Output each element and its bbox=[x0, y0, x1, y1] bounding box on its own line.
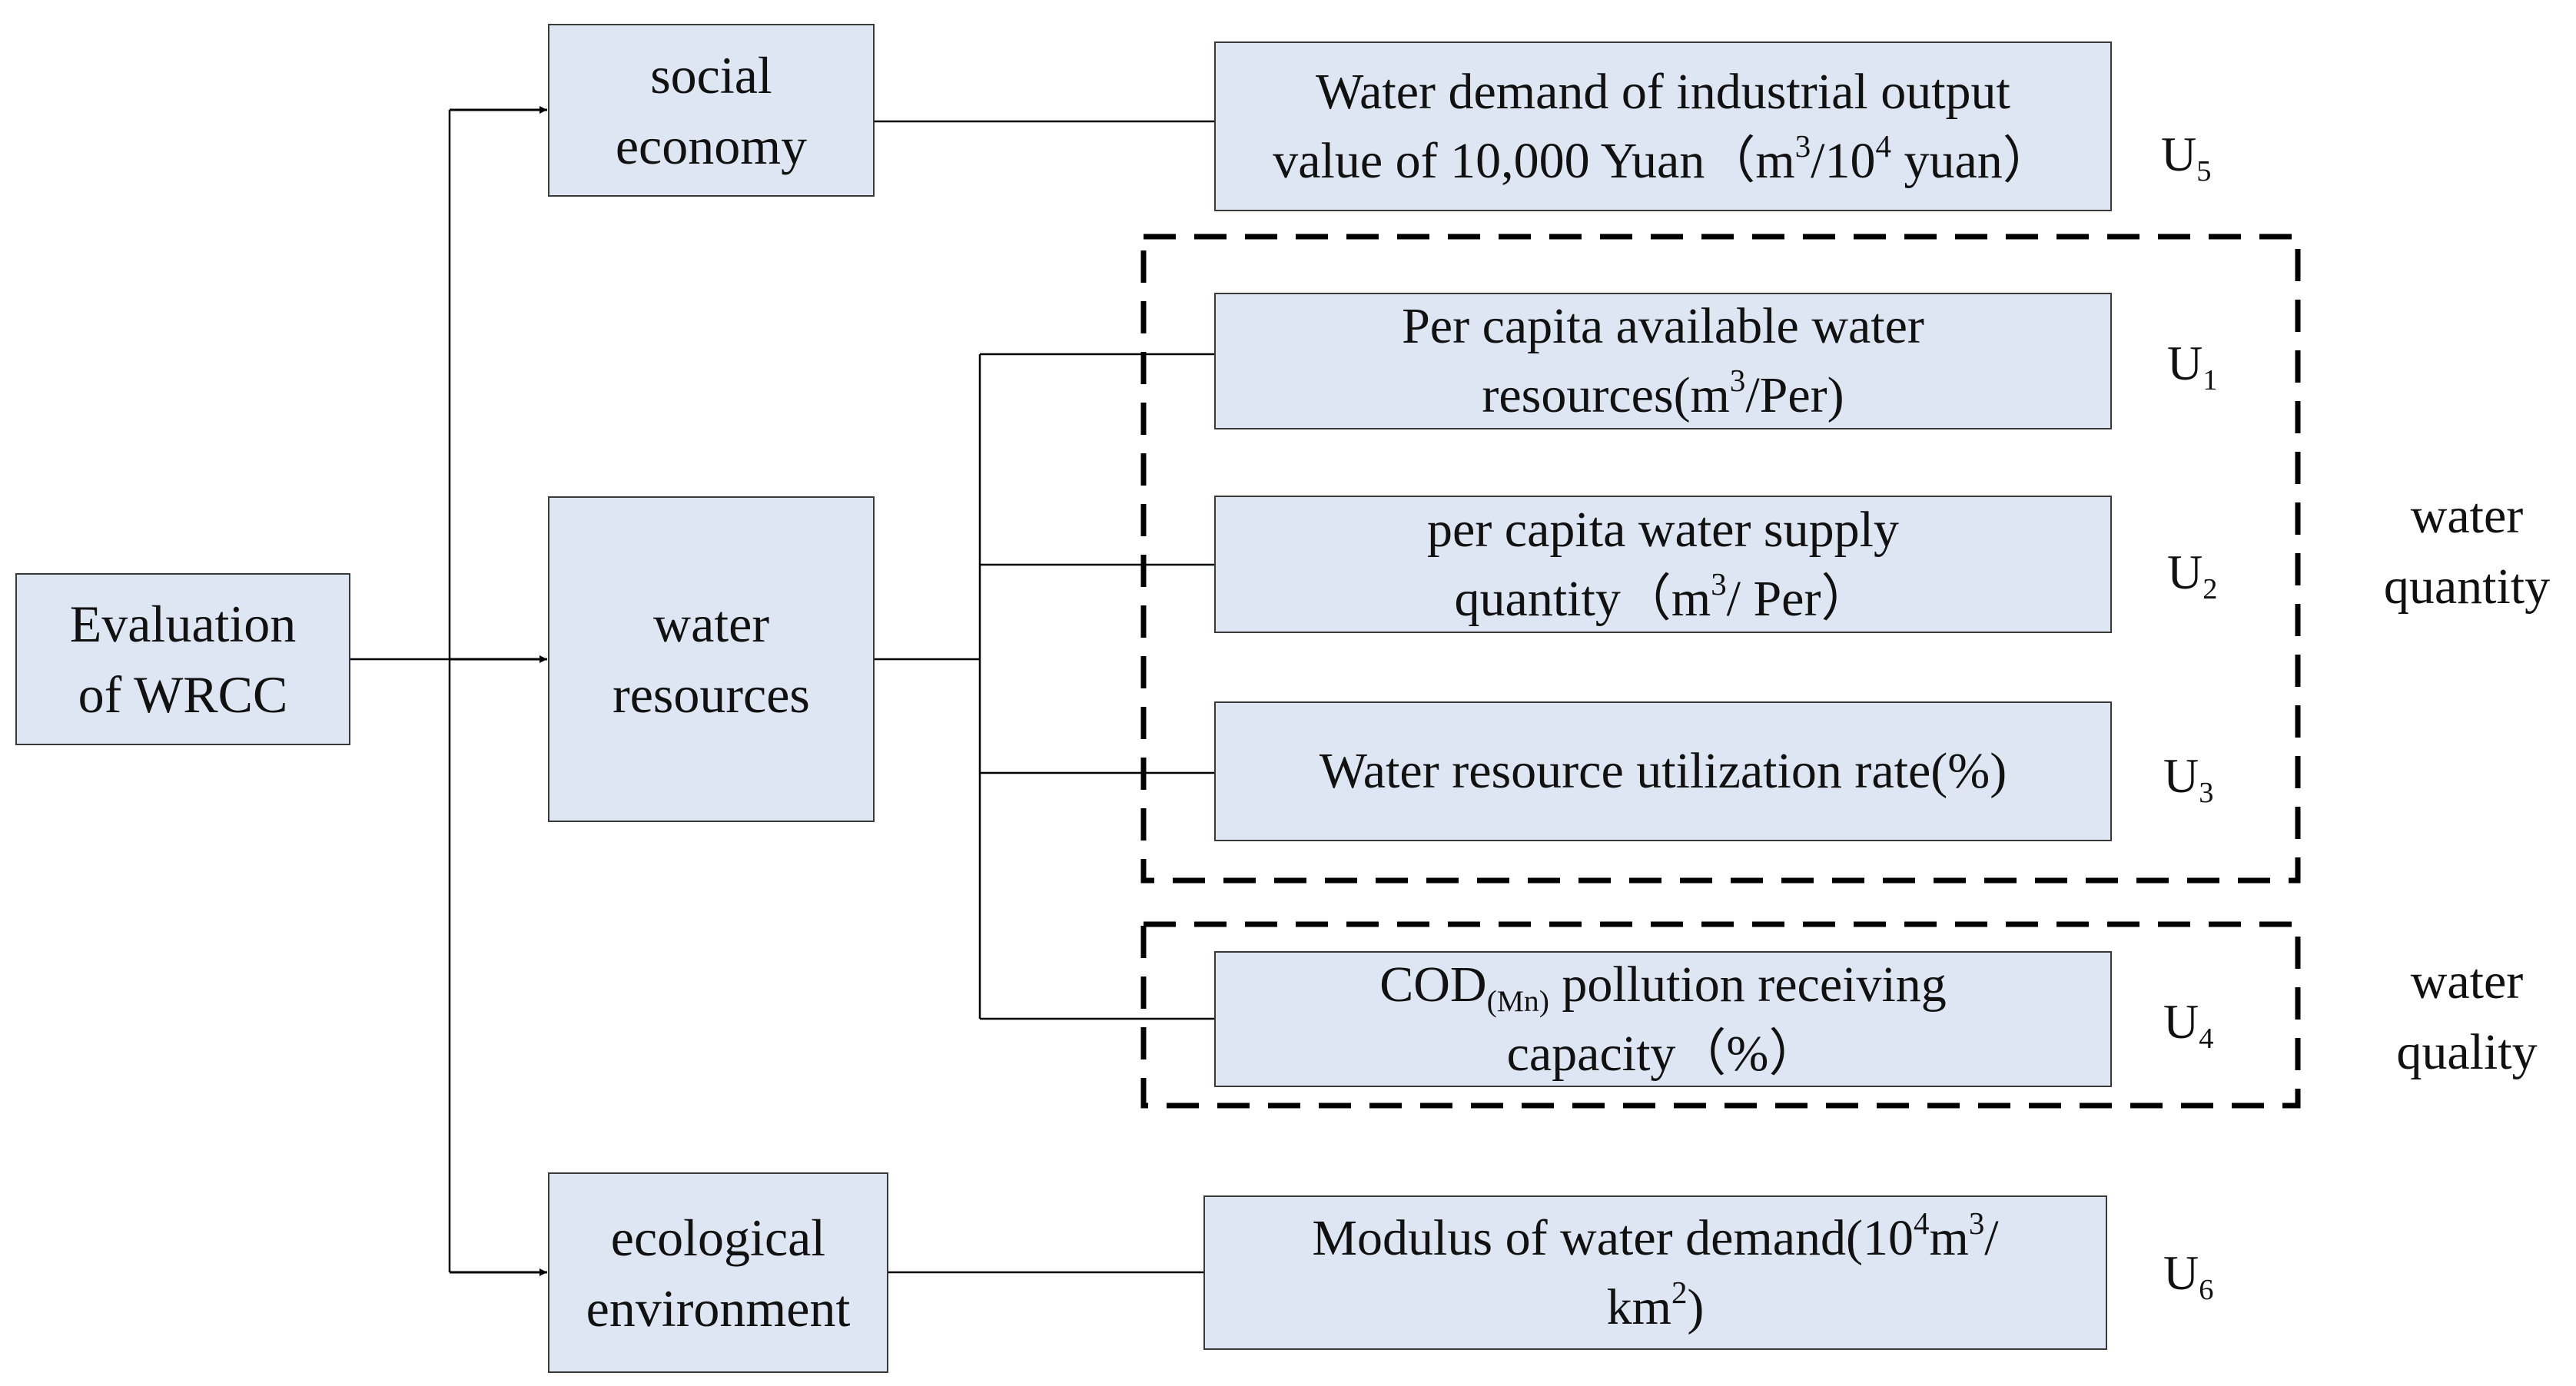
group-label-water-quality: water quality bbox=[2396, 953, 2538, 1080]
category-social-economy: social economy bbox=[548, 24, 875, 197]
code-u6: U6 bbox=[2163, 1245, 2214, 1307]
indicator-u5: Water demand of industrial output value … bbox=[1214, 41, 2112, 211]
u5-line1: Water demand of industrial output bbox=[1316, 63, 2010, 120]
u1-line2: resources(m3/Per) bbox=[1482, 363, 1844, 423]
u6-line1: Modulus of water demand(104m3/ bbox=[1312, 1205, 1999, 1266]
u4-line1: COD(Mn) pollution receiving bbox=[1379, 956, 1947, 1019]
category-social-line1: social bbox=[650, 45, 772, 104]
code-u1: U1 bbox=[2167, 336, 2218, 397]
category-eco-line2: environment bbox=[586, 1278, 851, 1338]
category-ecological-environment: ecological environment bbox=[548, 1172, 888, 1373]
code-u3: U3 bbox=[2163, 748, 2214, 810]
code-u4: U4 bbox=[2163, 994, 2214, 1056]
category-water-line2: resources bbox=[612, 665, 810, 724]
category-eco-line1: ecological bbox=[610, 1208, 826, 1267]
code-u5: U5 bbox=[2161, 127, 2212, 188]
category-water-resources: water resources bbox=[548, 496, 875, 822]
indicator-u2: per capita water supply quantity（m3/ Per… bbox=[1214, 496, 2112, 633]
u1-line1: Per capita available water bbox=[1402, 298, 1924, 354]
indicator-u3: Water resource utilization rate(%) bbox=[1214, 701, 2112, 841]
u6-line2: km2) bbox=[1606, 1275, 1705, 1335]
indicator-u4: COD(Mn) pollution receiving capacity（%） bbox=[1214, 951, 2112, 1087]
group-label-water-quantity: water quantity bbox=[2383, 488, 2551, 615]
u4-line2: capacity（%） bbox=[1506, 1025, 1820, 1082]
root-line2: of WRCC bbox=[78, 665, 288, 724]
water-quality-dashed-group bbox=[1140, 921, 2301, 1109]
u5-line2: value of 10,000 Yuan（m3/104 yuan） bbox=[1273, 128, 2053, 189]
indicator-u1: Per capita available water resources(m3/… bbox=[1214, 293, 2112, 429]
category-water-line1: water bbox=[652, 595, 769, 653]
u2-line2: quantity（m3/ Per） bbox=[1454, 566, 1872, 627]
root-node-evaluation-of-wrcc: Evaluation of WRCC bbox=[15, 573, 350, 745]
code-u2: U2 bbox=[2167, 545, 2218, 606]
u2-line1: per capita water supply bbox=[1427, 501, 1899, 558]
water-quantity-dashed-group bbox=[1140, 234, 2301, 884]
category-social-line2: economy bbox=[615, 116, 808, 175]
u3-line1: Water resource utilization rate(%) bbox=[1319, 743, 2007, 799]
root-line1: Evaluation bbox=[69, 595, 297, 653]
indicator-u6: Modulus of water demand(104m3/ km2) bbox=[1203, 1195, 2107, 1350]
